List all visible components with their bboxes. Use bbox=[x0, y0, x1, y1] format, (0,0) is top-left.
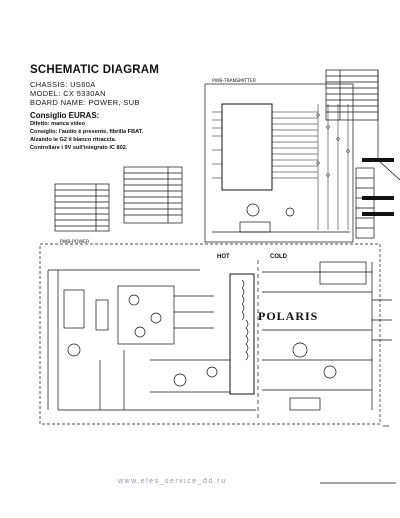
euras-line-3: Alzando le G2 il bianco ritraccia. bbox=[30, 137, 117, 143]
footer-watermark: www.eles_service_dd.ru bbox=[118, 478, 227, 485]
parts-table-left bbox=[54, 183, 110, 232]
model-label: MODEL: CX 5330AN bbox=[30, 89, 106, 98]
parts-table-right bbox=[123, 166, 183, 224]
page-title: SCHEMATIC DIAGRAM bbox=[30, 64, 160, 76]
board-name-label: BOARD NAME: POWER, SUB bbox=[30, 98, 140, 107]
hot-label: HOT bbox=[217, 254, 230, 260]
polaris-logo-stamp: POLARIS bbox=[258, 309, 319, 323]
euras-title: Consiglio EURAS: bbox=[30, 111, 100, 120]
euras-line-4: Controllare i 9V sull'integrato IC 802. bbox=[30, 145, 128, 151]
chassis-label: CHASSIS: US60A bbox=[30, 80, 96, 89]
euras-line-2: Consiglio: l'audio è presente, fibrilla … bbox=[30, 129, 144, 135]
cold-label: COLD bbox=[270, 254, 287, 260]
transmitter-block bbox=[204, 83, 354, 243]
connector-table bbox=[325, 69, 400, 239]
euras-line-1: Difetto: manca video bbox=[30, 121, 86, 127]
power-block bbox=[39, 243, 392, 425]
power-block-label: PWB-POWER bbox=[60, 240, 90, 245]
transmitter-block-label: PWB-TRANSMITTER bbox=[212, 79, 256, 84]
